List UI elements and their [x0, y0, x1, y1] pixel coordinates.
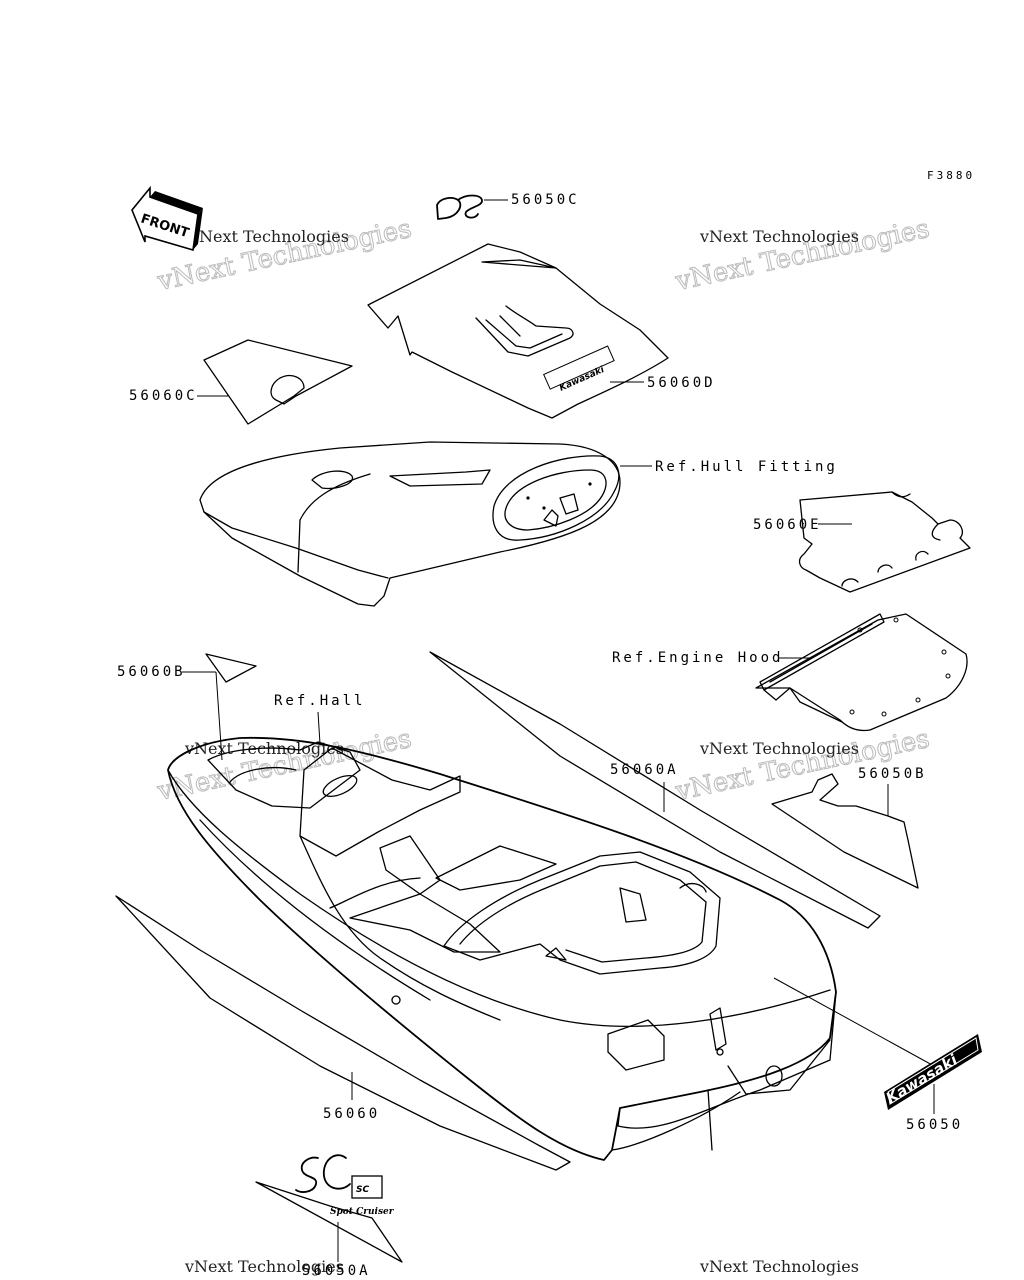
part-label-56060: 56060: [323, 1106, 380, 1122]
sc-logo-subtext: Spot Cruiser: [330, 1207, 395, 1217]
figure-code: F3880: [927, 169, 975, 182]
decal-56060B: [205, 653, 257, 683]
decal-56060E: [798, 491, 971, 593]
engine-hood-illustration: [755, 613, 968, 732]
stripe-56060: [115, 895, 571, 1171]
part-label-56060E: 56060E: [753, 517, 822, 533]
sc-logo-text: SC: [356, 1185, 369, 1195]
watermark-text: vNext Technologies: [699, 1257, 859, 1276]
watermark-text: vNext Technologies: [699, 739, 859, 758]
part-label-56060B: 56060B: [117, 664, 186, 680]
watermark-text: vNext Technologies: [184, 1257, 344, 1276]
watermark-text: vNext Technologies: [699, 227, 859, 246]
kawasaki-mark: [543, 345, 615, 390]
part-label-ref-hall: Ref.Hall: [274, 693, 365, 709]
watermark-outline: vNext Technologies: [154, 724, 414, 807]
leader-line: [215, 671, 223, 761]
decal-56050B: [771, 773, 919, 889]
stripe-56060A: [429, 651, 881, 929]
watermark-text: vNext Technologies: [189, 227, 349, 246]
kawasaki-mark-text: Kawasaki: [558, 365, 607, 394]
part-label-ref-engine-hood: Ref.Engine Hood: [612, 650, 783, 666]
part-label-56050B: 56050B: [858, 766, 927, 782]
main-hull-illustration: [167, 736, 837, 1161]
part-label-56050C: 56050C: [511, 192, 580, 208]
decal-56060D: Kawasaki: [367, 243, 669, 419]
part-label-56060A: 56060A: [610, 762, 679, 778]
part-label-ref-hull-fitting: Ref.Hull Fitting: [655, 459, 838, 475]
watermark-group: vNext Technologies vNext Technologies vN…: [154, 213, 933, 1276]
leader-line: [773, 977, 935, 1067]
ds-logo-decal: [436, 194, 483, 220]
part-label-56050A: 56050A: [302, 1263, 371, 1279]
kawasaki-badge-icon: Kawasaki: [883, 1034, 982, 1110]
leader-line: [317, 711, 321, 745]
sc-logo-decal: Spot Cruiser SC: [255, 1154, 403, 1263]
part-label-56060C: 56060C: [129, 388, 198, 404]
front-arrow-icon: FRONT: [131, 185, 203, 252]
upper-deck-illustration: [199, 441, 621, 607]
decal-56060C: [203, 339, 353, 425]
part-label-56060D: 56060D: [647, 375, 716, 391]
part-label-56050: 56050: [906, 1117, 963, 1133]
